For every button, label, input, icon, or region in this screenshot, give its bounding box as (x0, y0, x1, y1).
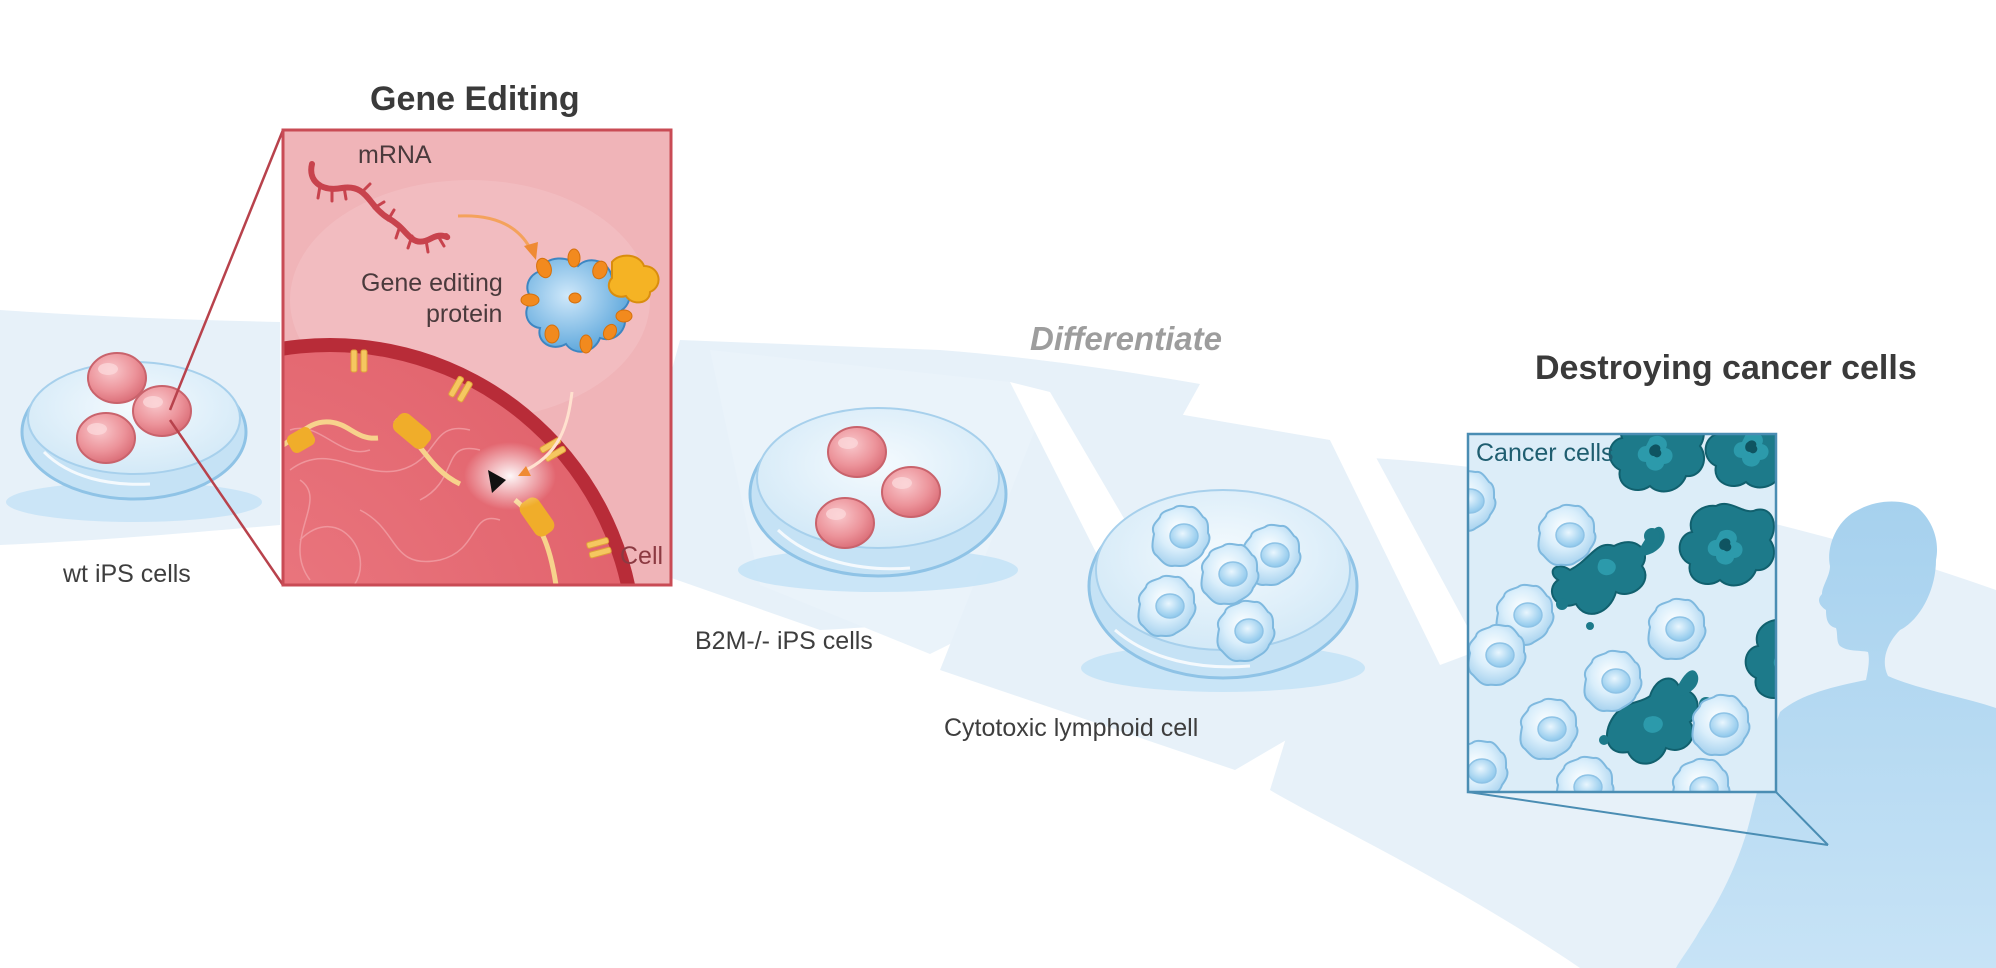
ips-cell (132, 385, 192, 437)
mrna-label: mRNA (358, 141, 432, 169)
entry-glow (464, 442, 556, 510)
cancer-cells-inset (1466, 432, 1829, 846)
human-silhouette (1676, 501, 1996, 968)
ips-cell (815, 497, 875, 549)
cell-label: Cell (620, 542, 664, 570)
membrane-proteins (350, 349, 612, 559)
protein-label-line1: Gene editing (361, 269, 503, 297)
ips-cell (827, 426, 887, 478)
ips-cell (87, 352, 147, 404)
cancer-inset-border (1466, 432, 1778, 794)
cancer-cells-label: Cancer cells (1476, 439, 1614, 467)
mrna-strand (308, 161, 451, 254)
differentiate-label: Differentiate (1030, 320, 1222, 357)
wt-ips-cells-label: wt iPS cells (63, 560, 191, 588)
dying-cancer-cell (1551, 526, 1665, 630)
gene-editing-inset (281, 128, 673, 587)
destroying-cancer-cells-title: Destroying cancer cells (1535, 349, 1917, 387)
cytotoxic-lymphoid-cell-label: Cytotoxic lymphoid cell (944, 714, 1199, 742)
b2m-ips-cells-label: B2M-/- iPS cells (695, 627, 873, 655)
translation-arrow (457, 214, 532, 249)
b2m-ips-dish (738, 407, 1018, 592)
protein-label-line2: protein (426, 300, 503, 328)
pointer-icon (488, 470, 506, 493)
gene-editing-title: Gene Editing (370, 80, 580, 118)
dna-fragments (283, 412, 559, 585)
zoom-lines (168, 129, 285, 586)
lymphoid-dish (1081, 489, 1365, 692)
inset-border (281, 128, 673, 587)
cancer-cell (1704, 434, 1776, 489)
entry-arrow (521, 391, 574, 474)
chromatin (289, 427, 501, 585)
gene-editing-protein (520, 248, 660, 354)
ips-cell (881, 466, 941, 518)
ips-cell (76, 412, 136, 464)
